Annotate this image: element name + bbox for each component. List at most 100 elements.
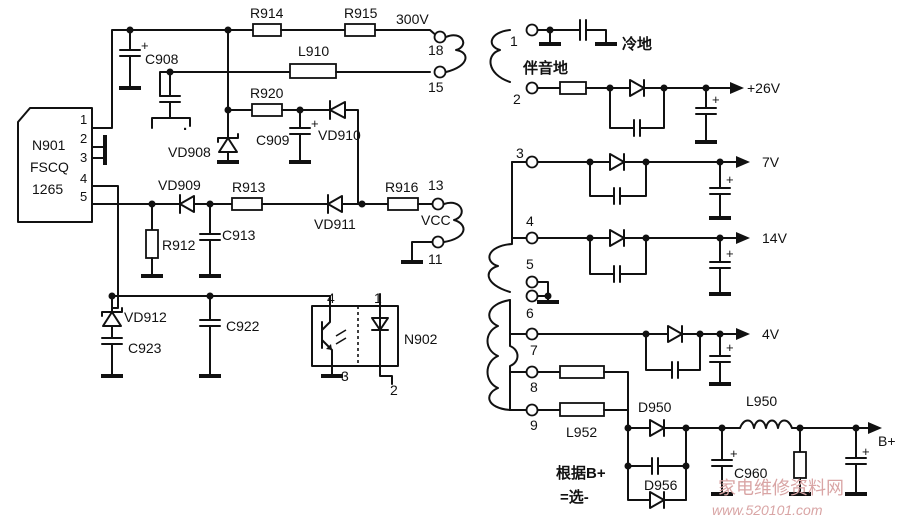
label-audio-ground: 伴音地 (522, 59, 568, 77)
n902-pin-4: 4 (327, 290, 335, 306)
ic-pin-4: 4 (80, 171, 87, 186)
diode-vd910 (329, 101, 346, 119)
label-l952: L952 (566, 424, 597, 440)
diode-vd912 (102, 311, 122, 327)
sec-pin-3: 3 (516, 145, 524, 161)
diode-d950 (649, 419, 665, 437)
inductor-l950 (739, 419, 793, 429)
optocoupler-n902 (311, 305, 399, 367)
ic-pin-2: 2 (80, 131, 87, 146)
sec-pin-4: 4 (526, 213, 534, 229)
snubber-group: R920 VD910 + C909 VD908 (168, 29, 361, 205)
ic-n901: N901 FSCQ 1265 1 2 3 4 5 (17, 107, 93, 223)
svg-text:+: + (311, 116, 319, 131)
watermark-url: www.520101.com (712, 502, 823, 518)
note-select-line1: 根据B+ (556, 464, 606, 482)
sec-pin-9: 9 (530, 417, 538, 433)
svg-text:+: + (726, 246, 734, 261)
svg-text:+: + (141, 38, 149, 53)
ic-pin-3: 3 (80, 150, 87, 165)
label-c908: C908 (145, 51, 179, 67)
label-r916: R916 (385, 179, 419, 195)
ic-pin-5: 5 (80, 189, 87, 204)
label-vd909: VD909 (158, 177, 201, 193)
diode-d956 (649, 491, 665, 509)
label-4v: 4V (762, 326, 780, 342)
label-vd912: VD912 (124, 309, 167, 325)
label-n902: N902 (404, 331, 438, 347)
svg-text:+: + (730, 446, 738, 461)
sec-pin-5: 5 (526, 256, 534, 272)
output-26v: + +26V (537, 79, 781, 144)
resistor-r913 (231, 197, 263, 211)
secondary-winding-3-6: 3 4 5 6 (487, 145, 559, 321)
svg-text:+: + (726, 340, 734, 355)
n902-pin-1: 1 (374, 290, 382, 306)
note-select-line2: =选- (560, 488, 589, 506)
n902-pin-2: 2 (390, 382, 398, 398)
label-14v: 14V (762, 230, 788, 246)
pin-13: 13 (428, 177, 444, 193)
secondary-winding-7-9: 7 8 9 (486, 299, 539, 433)
label-d956: D956 (644, 477, 678, 493)
label-r915: R915 (344, 5, 378, 21)
label-l950: L950 (746, 393, 777, 409)
label-c923: C923 (128, 340, 162, 356)
label-bplus: B+ (878, 433, 896, 449)
label-300v: 300V (396, 11, 429, 27)
label-vd908: VD908 (168, 144, 211, 160)
capacitor-c908-group: + C908 (119, 29, 179, 90)
output-7v: + 7V (537, 153, 780, 220)
label-vd910: VD910 (318, 127, 361, 143)
inductor-l910 (289, 63, 337, 79)
resistor-r916 (387, 197, 419, 211)
diode-vd908 (218, 137, 238, 153)
label-c913: C913 (222, 227, 256, 243)
ic-pin-1: 1 (80, 112, 87, 127)
label-c909: C909 (256, 132, 290, 148)
secondary-winding-1-2: 1 2 冷地 伴音地 (489, 19, 652, 107)
sec-pin-7: 7 (530, 342, 538, 358)
label-l910: L910 (298, 43, 329, 59)
ic-ref: N901 (32, 137, 66, 153)
svg-text:.: . (183, 117, 187, 134)
label-vcc: VCC (421, 212, 451, 228)
svg-text:+: + (862, 444, 870, 459)
inductor-l952-a (559, 365, 605, 379)
pin-18: 18 (428, 42, 444, 58)
sec-pin-2: 2 (513, 91, 521, 107)
label-cold-ground: 冷地 (622, 35, 652, 53)
label-r914: R914 (250, 5, 284, 21)
resistor-r912 (145, 229, 159, 259)
feedback-group: VD912 C923 C922 4 1 3 2 N902 (101, 290, 438, 398)
label-r913: R913 (232, 179, 266, 195)
top-rail: R914 R915 300V (126, 5, 439, 38)
vcc-line: VD909 R913 VD911 R916 R912 C913 (141, 177, 433, 278)
resistor-r915 (344, 23, 376, 37)
l910-line: L910 . (151, 43, 431, 134)
pin-15: 15 (428, 79, 444, 95)
sec-pin-1: 1 (510, 33, 518, 49)
watermark-site: 家电维修资料网 (718, 478, 844, 499)
resistor-r914 (252, 23, 282, 37)
n902-pin-3: 3 (341, 368, 349, 384)
label-plus-26v: +26V (747, 80, 781, 96)
output-bplus: L952 D950 D956 + C960 L950 + B+ (537, 365, 896, 509)
output-4v: + 4V (537, 325, 780, 386)
label-c922: C922 (226, 318, 260, 334)
ic-line2: 1265 (32, 181, 63, 197)
output-14v: + 14V (537, 229, 788, 296)
label-d950: D950 (638, 399, 672, 415)
svg-text:+: + (712, 92, 720, 107)
sec-pin-8: 8 (530, 379, 538, 395)
label-7v: 7V (762, 154, 780, 170)
sec-pin-6: 6 (526, 305, 534, 321)
diode-vd909 (179, 195, 195, 213)
pin-11: 11 (428, 251, 443, 267)
label-vd911: VD911 (314, 216, 356, 232)
label-c960: C960 (734, 465, 768, 481)
resistor-r920 (251, 103, 283, 117)
svg-text:+: + (726, 172, 734, 187)
label-r912: R912 (162, 237, 196, 253)
